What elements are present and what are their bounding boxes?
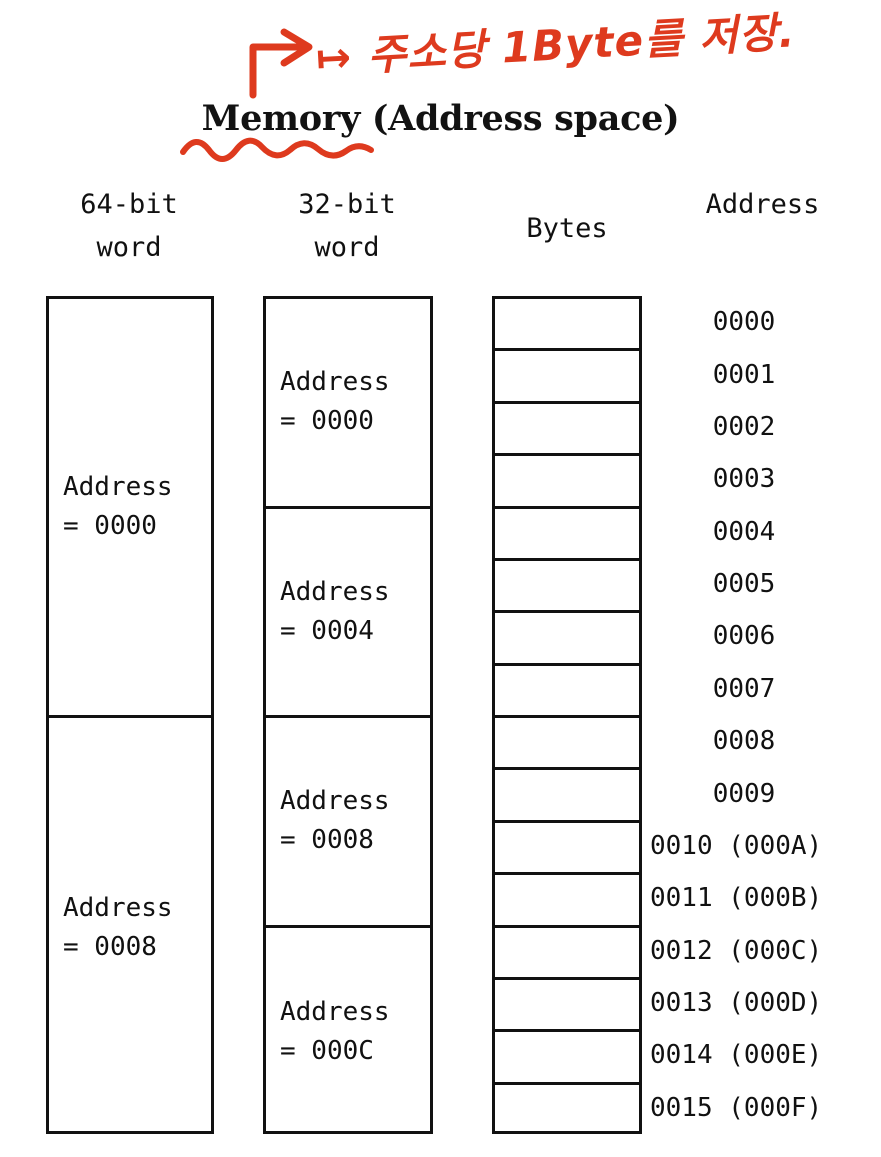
- byte-cell: [495, 561, 639, 614]
- column-header-bytes: Bytes: [526, 213, 608, 244]
- column-header-32bit-word: 32-bit word: [298, 189, 396, 263]
- address-label: 0007: [712, 673, 776, 704]
- address-label: 0006: [712, 621, 776, 652]
- byte-cell: [495, 666, 639, 718]
- handwritten-note-text: ↦ 주소당 1Byte를 저장.: [314, 7, 797, 83]
- address-label: 0005: [712, 569, 776, 600]
- byte-cell: [495, 456, 639, 509]
- address-label: 0001: [712, 359, 776, 390]
- byte-cell: [495, 980, 639, 1033]
- pointer-corner-icon: [249, 43, 307, 99]
- address-label: 0000: [712, 307, 776, 338]
- address-label: 0014 (000E): [650, 1040, 823, 1071]
- word64-cell: Address = 0008: [63, 892, 173, 962]
- word32-cell: Address = 0000: [266, 299, 430, 509]
- column-header-address: Address: [705, 189, 820, 220]
- word32-cell: Address = 0004: [266, 509, 430, 718]
- byte-cell: [495, 1085, 639, 1137]
- page-title: Memory (Address space): [201, 98, 680, 139]
- byte-cell: [495, 299, 639, 352]
- address-label: 0015 (000F): [650, 1092, 823, 1123]
- byte-cell: [495, 718, 639, 771]
- byte-cell: [495, 404, 639, 457]
- byte-cell: [495, 1032, 639, 1085]
- address-label: 0011 (000B): [650, 883, 823, 914]
- address-label: 0002: [712, 411, 776, 442]
- byte-cell: [495, 823, 639, 876]
- address-label: 0004: [712, 516, 776, 547]
- column-bytes: [492, 296, 642, 1134]
- byte-cell: [495, 351, 639, 404]
- address-label: 0009: [712, 778, 776, 809]
- address-label: 0013 (000D): [650, 988, 823, 1019]
- word32-cell: Address = 0008: [266, 718, 430, 928]
- byte-cell: [495, 509, 639, 561]
- column-header-64bit-word: 64-bit word: [80, 189, 178, 263]
- byte-cell: [495, 928, 639, 980]
- address-label: 0003: [712, 464, 776, 495]
- word32-cell: Address = 000C: [280, 997, 390, 1067]
- address-label: 0010 (000A): [650, 830, 823, 861]
- address-label: 0012 (000C): [650, 935, 823, 966]
- address-label: 0008: [712, 726, 776, 757]
- byte-cell: [495, 770, 639, 823]
- byte-cell: [495, 875, 639, 928]
- word64-cell: Address = 0000: [49, 299, 211, 718]
- wavy-underline-stroke: [180, 137, 374, 162]
- pointer-arrowhead-icon: [280, 28, 313, 67]
- column-address-labels: 0000 0001 0002 0003 0004 0005 0006 0007 0008 0009…: [646, 296, 878, 1134]
- byte-cell: [495, 613, 639, 666]
